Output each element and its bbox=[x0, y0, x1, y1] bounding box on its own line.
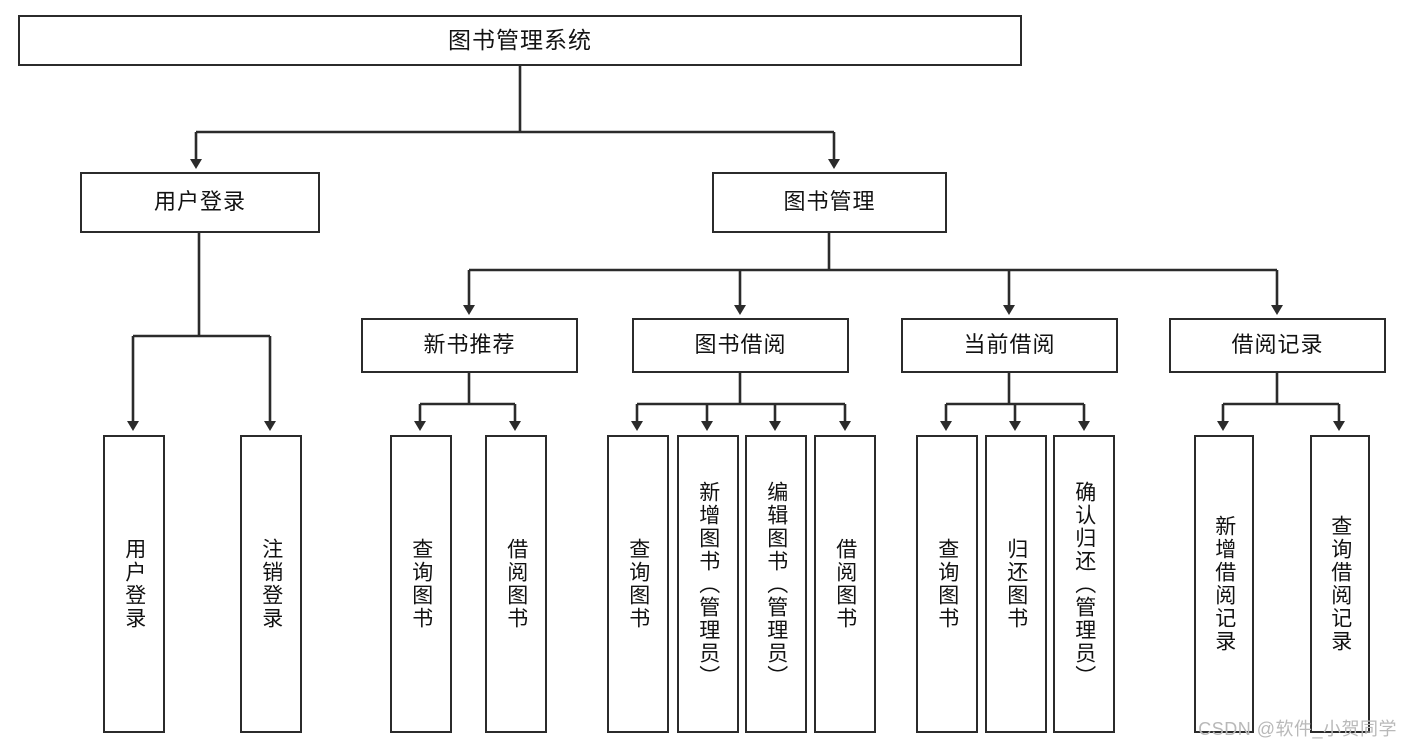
node-label: 借阅图书 bbox=[833, 538, 857, 630]
leaf-add-borrow-record[interactable]: 新增借阅记录 bbox=[1194, 435, 1254, 733]
leaf-query-book-recommend[interactable]: 查询图书 bbox=[390, 435, 452, 733]
watermark-text: CSDN @软件_小贺同学 bbox=[1198, 719, 1397, 739]
node-label: 注销登录 bbox=[259, 538, 283, 630]
node-label: 新增借阅记录 bbox=[1212, 515, 1236, 653]
leaf-query-book-current[interactable]: 查询图书 bbox=[916, 435, 978, 733]
node-current-borrow[interactable]: 当前借阅 bbox=[901, 318, 1118, 373]
node-label: 确认归还（管理员） bbox=[1072, 480, 1096, 688]
node-label: 查询图书 bbox=[409, 538, 433, 630]
node-label: 图书管理 bbox=[783, 189, 876, 215]
node-user-login[interactable]: 用户登录 bbox=[80, 172, 320, 233]
node-label: 图书管理系统 bbox=[448, 26, 592, 53]
node-label: 当前借阅 bbox=[963, 332, 1056, 358]
leaf-borrow-book-recommend[interactable]: 借阅图书 bbox=[485, 435, 547, 733]
leaf-query-borrow-record[interactable]: 查询借阅记录 bbox=[1310, 435, 1370, 733]
node-new-book-recommend[interactable]: 新书推荐 bbox=[361, 318, 578, 373]
leaf-borrow-book[interactable]: 借阅图书 bbox=[814, 435, 876, 733]
node-label: 查询图书 bbox=[935, 538, 959, 630]
leaf-return-book[interactable]: 归还图书 bbox=[985, 435, 1047, 733]
node-label: 新增图书（管理员） bbox=[696, 480, 720, 688]
leaf-add-book-admin[interactable]: 新增图书（管理员） bbox=[677, 435, 739, 733]
node-borrow-records[interactable]: 借阅记录 bbox=[1169, 318, 1386, 373]
node-root-system[interactable]: 图书管理系统 bbox=[18, 15, 1022, 66]
leaf-edit-book-admin[interactable]: 编辑图书（管理员） bbox=[745, 435, 807, 733]
leaf-user-login[interactable]: 用户登录 bbox=[103, 435, 165, 733]
node-label: 借阅图书 bbox=[504, 538, 528, 630]
leaf-confirm-return-admin[interactable]: 确认归还（管理员） bbox=[1053, 435, 1115, 733]
node-book-management[interactable]: 图书管理 bbox=[712, 172, 947, 233]
leaf-logout[interactable]: 注销登录 bbox=[240, 435, 302, 733]
node-label: 编辑图书（管理员） bbox=[764, 480, 788, 688]
node-book-borrow[interactable]: 图书借阅 bbox=[632, 318, 849, 373]
node-label: 用户登录 bbox=[122, 538, 146, 630]
node-label: 新书推荐 bbox=[423, 332, 516, 358]
node-label: 借阅记录 bbox=[1231, 332, 1324, 358]
node-label: 图书借阅 bbox=[694, 332, 787, 358]
node-label: 用户登录 bbox=[153, 189, 246, 215]
node-label: 查询借阅记录 bbox=[1328, 515, 1352, 653]
leaf-query-book[interactable]: 查询图书 bbox=[607, 435, 669, 733]
node-label: 归还图书 bbox=[1004, 538, 1028, 630]
node-label: 查询图书 bbox=[626, 538, 650, 630]
